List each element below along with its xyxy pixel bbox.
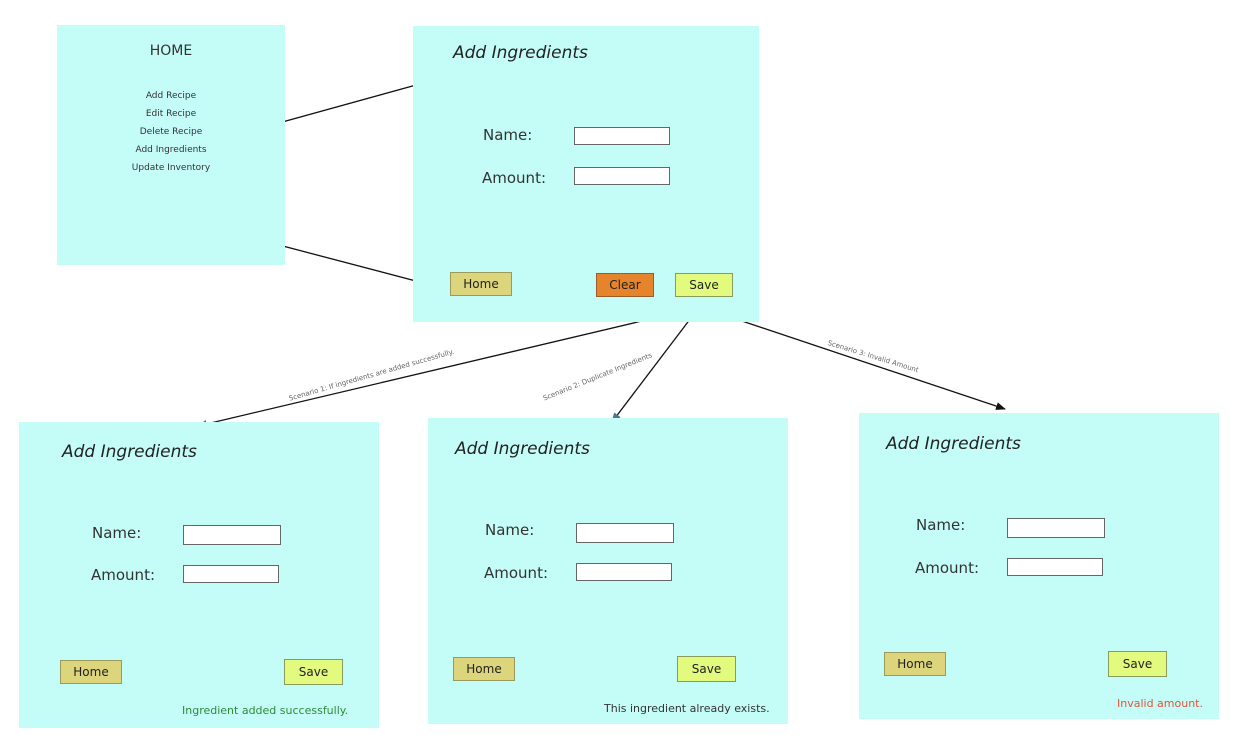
form-title: Add Ingredients [455, 439, 590, 459]
menu-item-add-recipe[interactable]: Add Recipe [145, 91, 197, 101]
add-ingredients-panel-main: Add Ingredients Name: Amount: Home Clear… [413, 26, 759, 322]
success-message: Ingredient added successfully. [182, 704, 349, 717]
form-title: Add Ingredients [886, 434, 1021, 454]
form-title: Add Ingredients [453, 43, 588, 63]
add-ingredients-panel-scenario-1: Add Ingredients Name: Amount: Home Save … [19, 422, 379, 728]
menu-item-delete-recipe[interactable]: Delete Recipe [139, 127, 203, 137]
menu-item-edit-recipe[interactable]: Edit Recipe [145, 109, 197, 119]
home-button[interactable]: Home [60, 660, 122, 684]
home-button[interactable]: Home [450, 272, 512, 296]
name-input[interactable] [183, 525, 281, 545]
name-label: Name: [916, 516, 966, 534]
name-label: Name: [483, 126, 533, 144]
save-button[interactable]: Save [677, 656, 736, 682]
clear-button[interactable]: Clear [596, 273, 654, 297]
amount-input[interactable] [576, 563, 672, 581]
form-title: Add Ingredients [62, 442, 197, 462]
save-button[interactable]: Save [675, 273, 733, 297]
name-label: Name: [485, 521, 535, 539]
arrow-scenario-1 [197, 311, 681, 428]
home-panel: HOME Add Recipe Edit Recipe Delete Recip… [57, 25, 285, 265]
add-ingredients-panel-scenario-2: Add Ingredients Name: Amount: Home Save … [428, 418, 788, 724]
name-input[interactable] [574, 127, 670, 145]
duplicate-message: This ingredient already exists. [604, 702, 770, 715]
amount-input[interactable] [183, 565, 279, 583]
amount-label: Amount: [91, 566, 155, 584]
name-label: Name: [92, 524, 142, 542]
home-button[interactable]: Home [884, 652, 946, 676]
menu-item-update-inventory[interactable]: Update Inventory [131, 163, 211, 173]
amount-label: Amount: [915, 559, 979, 577]
invalid-amount-message: Invalid amount. [1117, 697, 1203, 710]
home-button[interactable]: Home [453, 657, 515, 681]
amount-label: Amount: [484, 564, 548, 582]
home-title: HOME [149, 43, 193, 59]
save-button[interactable]: Save [284, 659, 343, 685]
amount-label: Amount: [482, 169, 546, 187]
name-input[interactable] [1007, 518, 1105, 538]
amount-input[interactable] [574, 167, 670, 185]
amount-input[interactable] [1007, 558, 1103, 576]
home-menu: Add Recipe Edit Recipe Delete Recipe Add… [57, 87, 285, 177]
arrow-scenario-2 [611, 309, 698, 423]
name-input[interactable] [576, 523, 674, 543]
save-button[interactable]: Save [1108, 651, 1167, 677]
menu-item-add-ingredients[interactable]: Add Ingredients [135, 145, 207, 155]
add-ingredients-panel-scenario-3: Add Ingredients Name: Amount: Home Save … [859, 413, 1219, 719]
arrow-scenario-3 [717, 312, 1006, 410]
